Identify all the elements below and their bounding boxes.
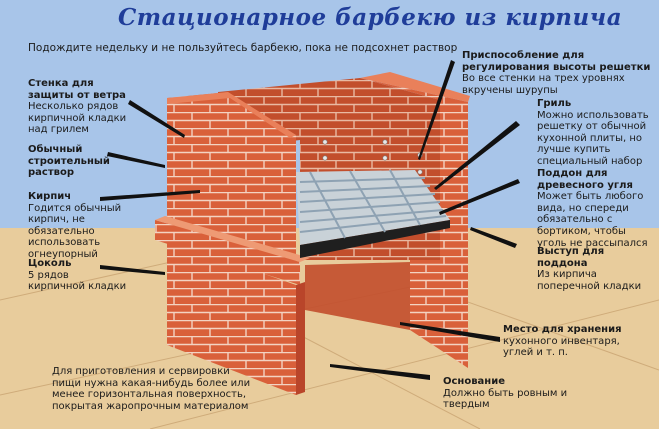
tray-ledge-left [155,220,300,285]
callout-base: Основание Должно быть ровным и твердым [443,376,593,411]
callout-storage: Место для хранения кухонного инвентаря, … [503,324,653,359]
callout-body: Может быть любого вида, но спереди обяза… [537,191,648,249]
page-title: Стационарное барбекю из кирпича [118,4,623,31]
callout-height-adjust: Приспособление для регулирования высоты … [462,50,652,96]
callout-grill: Гриль Можно использовать решетку от обыч… [537,98,657,168]
callout-body: Из кирпича поперечной кладки [537,269,642,292]
callout-heading: Кирпич [28,191,72,202]
callout-brick: Кирпич Годится обычный кирпич, не обязат… [28,191,138,261]
callout-heading: Стенка для защиты от ветра [28,78,126,101]
callout-body: Несколько рядов кирпичной кладки над гри… [28,101,127,136]
callout-body: Во все стенки на трех уровнях вкручены ш… [462,73,625,96]
callout-wind-wall: Стенка для защиты от ветра Несколько ряд… [28,78,138,136]
callout-mortar: Обычный строительный раствор [28,144,110,179]
callout-charcoal-tray: Поддон для древесного угля Может быть лю… [537,168,657,249]
floor-tiles [0,228,659,429]
callout-body: Должно быть ровным и твердым [443,387,568,411]
right-wall [360,78,468,368]
callout-body: 5 рядов кирпичной кладки [28,269,127,293]
callout-heading: Цоколь [28,258,72,269]
callout-worktop-note: Для приготовления и сервировки пищи нужн… [52,366,252,412]
callout-tray-ledge: Выступ для поддона Из кирпича поперечной… [537,246,657,292]
left-wall [167,92,296,262]
callout-heading: Обычный строительный раствор [28,144,110,179]
callout-body: кухонного инвентаря, углей и т. п. [503,335,620,359]
callout-body: Можно использовать решетку от обычной ку… [537,109,649,167]
callout-heading: Выступ для поддона [537,246,605,269]
callout-heading: Основание [443,376,505,387]
callout-body: Для приготовления и сервировки пищи нужн… [52,366,251,412]
callout-heading: Поддон для древесного угля [537,168,633,191]
subtitle-note: Подождите недельку и не пользуйтесь барб… [28,42,458,54]
plinth [167,240,296,395]
callout-heading: Гриль [537,98,572,109]
callout-body: Годится обычный кирпич, не обязательно и… [28,202,122,260]
grill-grate [299,169,447,239]
callout-heading: Место для хранения [503,324,622,335]
pointer-lines [100,60,520,380]
callout-heading: Приспособление для регулирования высоты … [462,50,651,73]
callout-plinth: Цоколь 5 рядов кирпичной кладки [28,258,128,293]
